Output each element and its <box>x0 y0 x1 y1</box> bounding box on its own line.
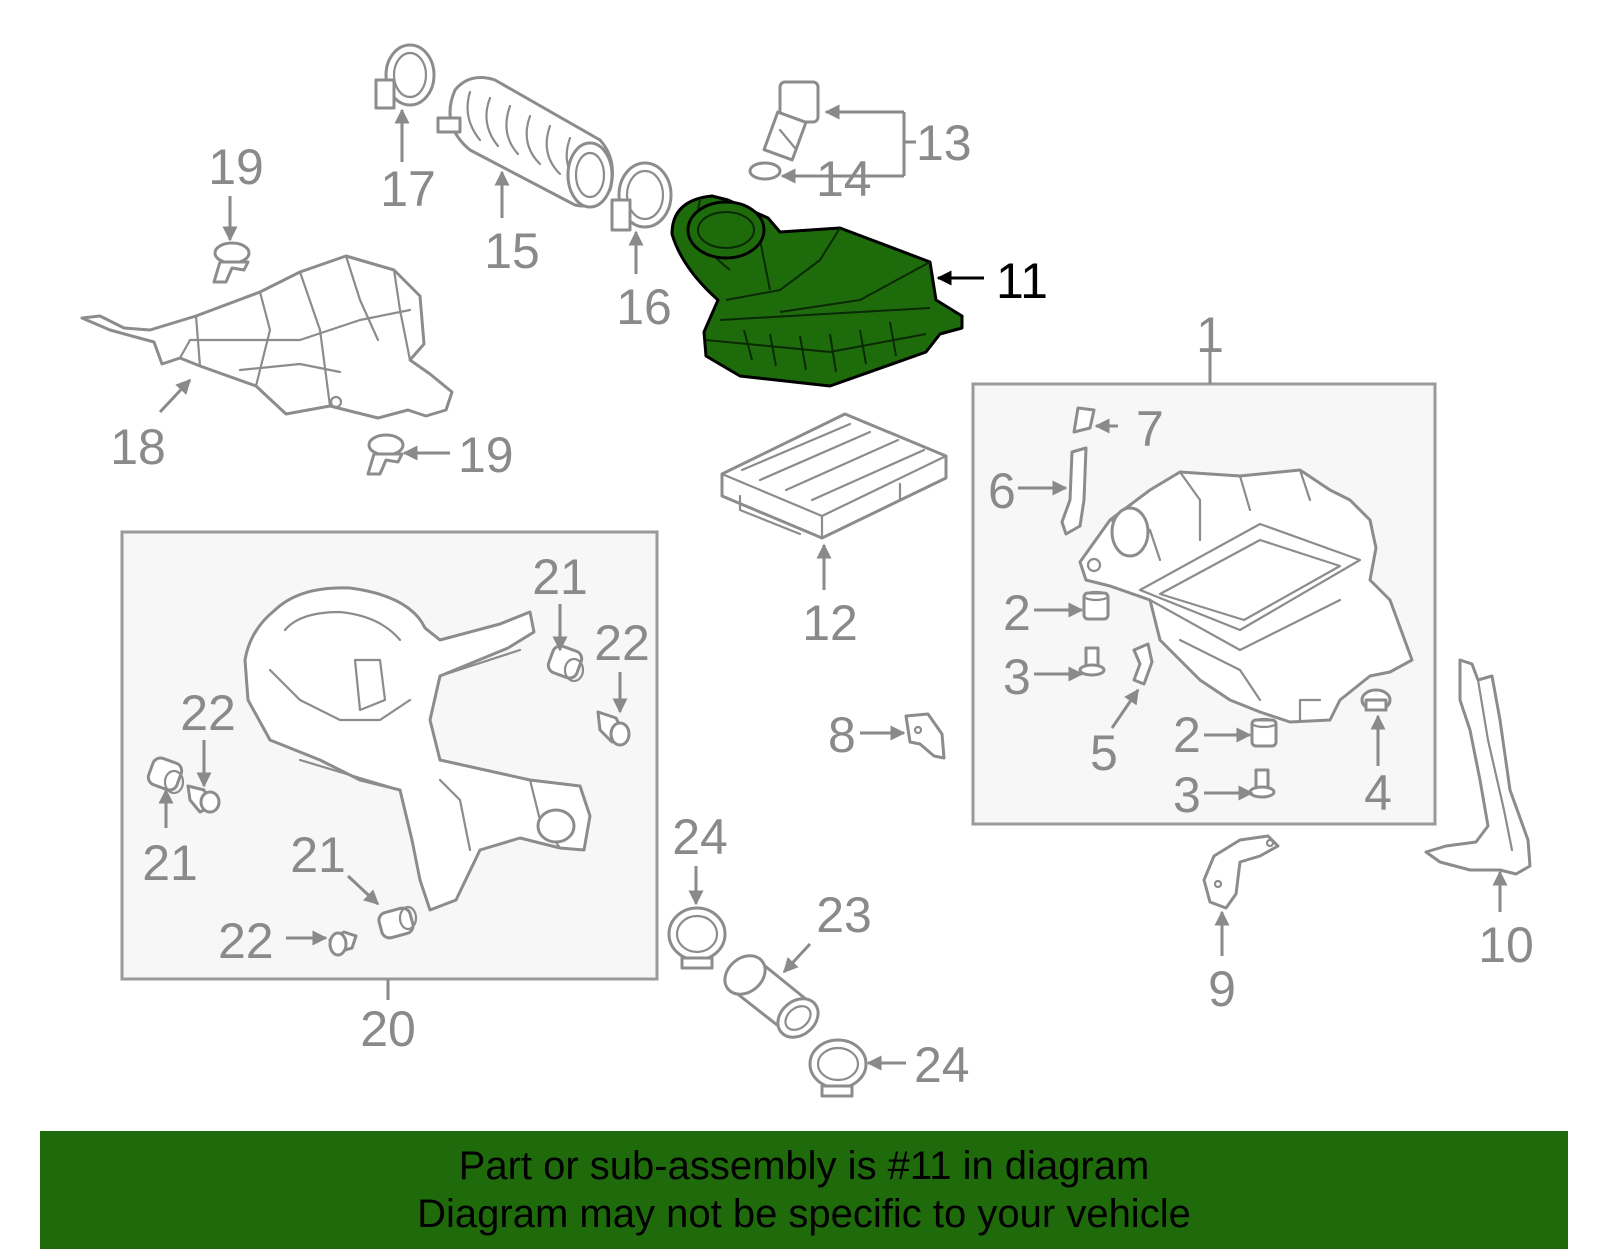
hose-6-icon <box>1060 446 1088 536</box>
label-part-20: 20 <box>360 1001 416 1057</box>
label-part-21-left: 21 <box>142 835 198 891</box>
clamp-24-upper-icon <box>667 906 727 970</box>
label-part-22-left: 22 <box>180 685 236 741</box>
banner-line-disclaimer: Diagram may not be specific to your vehi… <box>417 1192 1191 1236</box>
clamp-16-icon <box>610 161 673 232</box>
bolt-22-left-icon <box>186 784 221 814</box>
label-part-5: 5 <box>1090 725 1118 781</box>
grommet-2-upper-icon <box>1082 590 1110 621</box>
duct-23-icon <box>723 954 820 1039</box>
label-part-19-top: 19 <box>208 139 264 195</box>
label-part-3-upper: 3 <box>1003 649 1031 705</box>
label-part-21-lower: 21 <box>290 827 346 883</box>
bushing-21-upper-icon <box>546 644 585 683</box>
air-cleaner-case-1-icon <box>1078 468 1414 724</box>
label-part-21-upper: 21 <box>532 549 588 605</box>
clamp-17-icon <box>374 43 436 110</box>
label-part-8: 8 <box>828 707 856 763</box>
banner-line-part-info: Part or sub-assembly is #11 in diagram <box>458 1144 1150 1188</box>
label-part-23: 23 <box>816 887 872 943</box>
label-part-2-upper: 2 <box>1003 585 1031 641</box>
clip-5-icon <box>1132 642 1154 686</box>
intake-hose-15-icon <box>436 76 614 209</box>
label-part-6: 6 <box>988 463 1016 519</box>
label-part-17: 17 <box>380 161 436 217</box>
label-part-4: 4 <box>1364 765 1392 821</box>
label-part-11: 11 <box>996 253 1048 309</box>
label-part-19-bottom: 19 <box>458 427 514 483</box>
label-part-15: 15 <box>484 223 540 279</box>
label-part-3-lower: 3 <box>1173 767 1201 823</box>
label-part-24-lower: 24 <box>914 1037 970 1093</box>
o-ring-14-icon <box>748 161 782 181</box>
label-part-10: 10 <box>1478 917 1534 973</box>
label-part-9: 9 <box>1208 961 1236 1017</box>
clamp-24-lower-icon <box>808 1038 868 1098</box>
bracket-9-icon <box>1202 834 1280 910</box>
leader-arrows <box>158 104 1508 1071</box>
label-part-18: 18 <box>110 419 166 475</box>
label-part-22-upper: 22 <box>594 615 650 671</box>
air-cleaner-cover-11-icon <box>670 194 964 388</box>
label-part-24-upper: 24 <box>672 809 728 865</box>
grommet-2-lower-icon <box>1250 717 1278 748</box>
bracket-10-icon <box>1424 658 1532 876</box>
heat-shield-18-icon <box>80 254 454 420</box>
label-part-22-lower: 22 <box>218 913 274 969</box>
bracket-8-icon <box>904 712 946 760</box>
bolt-22-upper-icon <box>596 710 631 747</box>
clip-19-top-icon <box>212 241 251 284</box>
label-part-2-lower: 2 <box>1173 707 1201 763</box>
label-part-1: 1 <box>1196 307 1224 363</box>
label-part-7: 7 <box>1136 401 1164 457</box>
info-banner: Part or sub-assembly is #11 in diagram D… <box>40 1131 1568 1249</box>
bushing-21-lower-icon <box>377 905 418 940</box>
grommet-4-icon <box>1360 688 1392 712</box>
bushing-21-left-icon <box>146 756 185 795</box>
bolt-22-lower-icon <box>328 930 358 957</box>
label-part-12: 12 <box>802 595 858 651</box>
airflow-sensor-13-icon <box>762 80 820 162</box>
label-part-13: 13 <box>916 115 972 171</box>
clip-19-bottom-icon <box>366 433 405 476</box>
seal-7-icon <box>1072 406 1096 434</box>
air-filter-12-icon <box>720 412 948 540</box>
label-part-16: 16 <box>616 279 672 335</box>
mount-bracket-20-icon <box>243 586 592 912</box>
label-part-14: 14 <box>816 151 872 207</box>
